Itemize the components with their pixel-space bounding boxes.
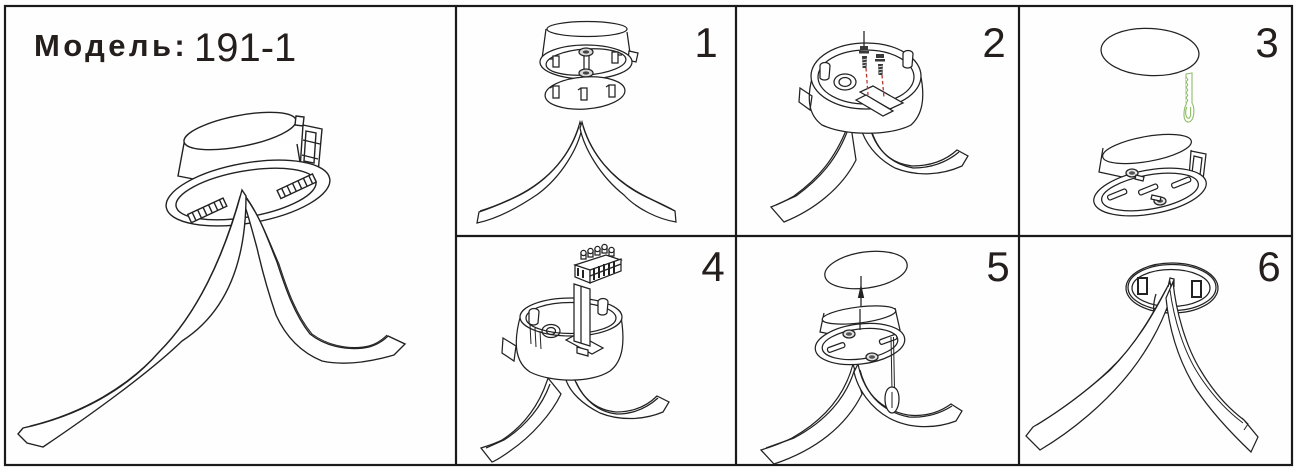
- svg-text:1: 1: [694, 19, 717, 66]
- svg-text:2: 2: [982, 19, 1005, 66]
- svg-text:Модель:: Модель:: [34, 28, 188, 63]
- svg-text:4: 4: [701, 243, 724, 290]
- svg-text:3: 3: [1255, 19, 1278, 66]
- svg-text:191-1: 191-1: [194, 26, 296, 70]
- svg-text:6: 6: [1257, 243, 1280, 290]
- svg-text:5: 5: [986, 243, 1009, 290]
